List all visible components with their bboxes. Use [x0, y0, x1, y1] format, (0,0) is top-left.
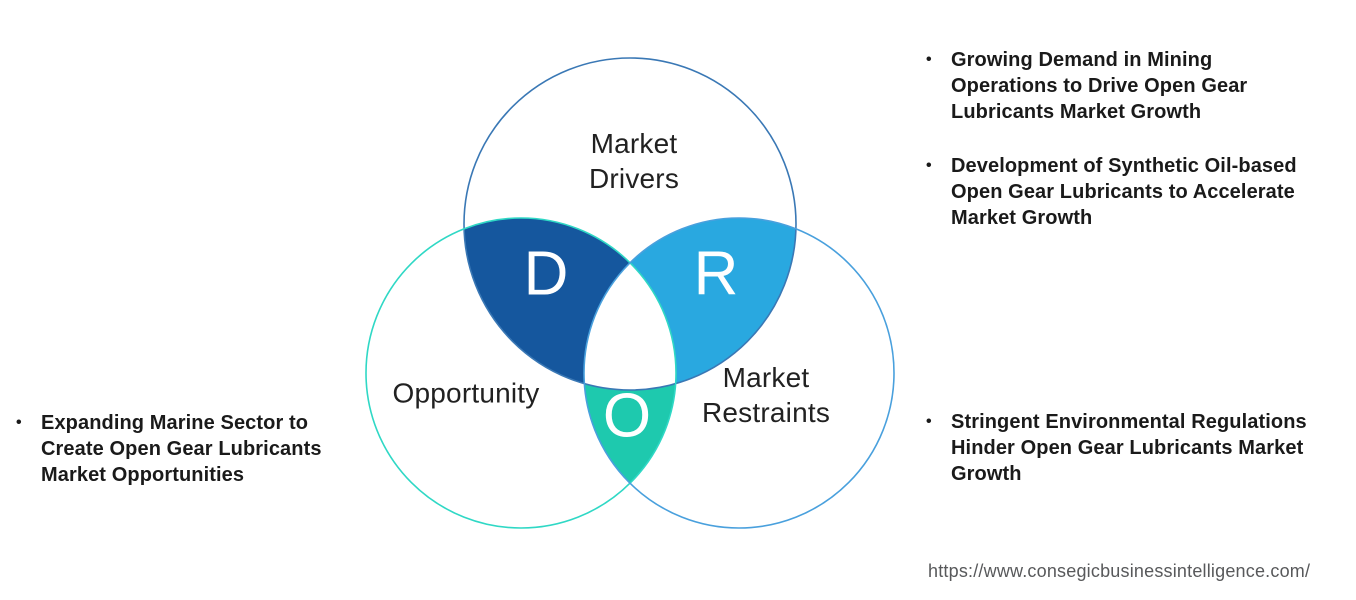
restraints-insights-list: • Stringent Environmental Regulations Hi… — [926, 409, 1346, 487]
bullet-icon: • — [926, 51, 932, 68]
list-item: • Development of Synthetic Oil-based Ope… — [926, 153, 1346, 231]
opportunity-circle-outline — [365, 217, 677, 529]
bullet-icon: • — [926, 413, 932, 430]
opportunity-label: Opportunity — [392, 377, 540, 409]
drivers-insights-list: • Growing Demand in Mining Operations to… — [926, 47, 1346, 231]
drivers-circle-outline — [463, 57, 797, 391]
market-restraints-label: Market Restraints — [701, 362, 831, 428]
restraint-insight-text: Stringent Environmental Regulations Hind… — [951, 411, 1307, 485]
source-url: https://www.consegicbusinessintelligence… — [928, 561, 1311, 581]
opportunity-insights-list: • Expanding Marine Sector to Create Open… — [16, 410, 356, 488]
opportunity-letter: O — [602, 381, 652, 451]
restraints-circle-outline — [583, 217, 895, 529]
opportunity-insight-text: Expanding Marine Sector to Create Open G… — [41, 412, 322, 486]
list-item: • Expanding Marine Sector to Create Open… — [16, 410, 356, 488]
drivers-letter: D — [523, 239, 569, 309]
restraints-letter: R — [693, 239, 739, 309]
list-item: • Stringent Environmental Regulations Hi… — [926, 409, 1346, 487]
driver-insight-text: Growing Demand in Mining Operations to D… — [951, 49, 1248, 123]
list-item: • Growing Demand in Mining Operations to… — [926, 47, 1346, 125]
bullet-icon: • — [926, 157, 932, 174]
market-drivers-label: Market Drivers — [588, 128, 680, 194]
driver-insight-text: Development of Synthetic Oil-based Open … — [951, 155, 1297, 229]
bullet-icon: • — [16, 414, 22, 431]
